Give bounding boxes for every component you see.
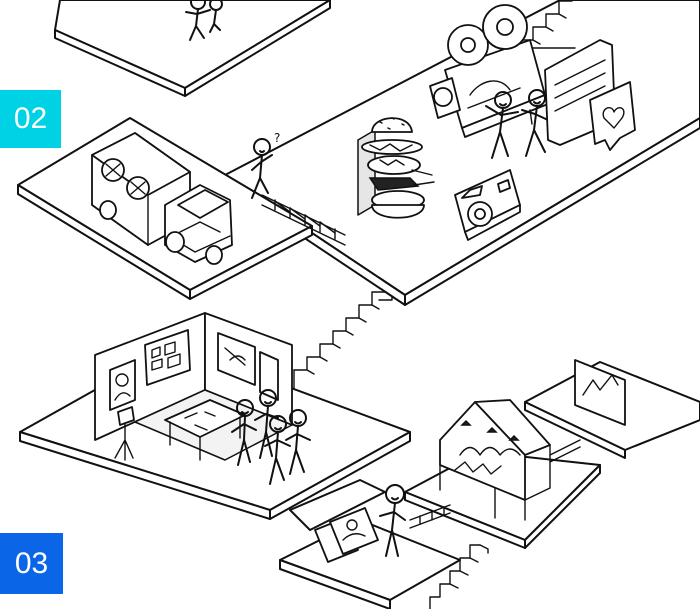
step-badge-02-label: 02 <box>14 102 47 136</box>
production-platform <box>225 0 700 305</box>
question-mark: ? <box>274 131 280 145</box>
studio-room <box>95 313 292 460</box>
analytics-platform <box>525 360 700 458</box>
stairs-middle <box>294 292 392 400</box>
step-badge-02: 02 <box>0 90 61 148</box>
step-badge-03-label: 03 <box>15 547 48 581</box>
top-platform <box>55 0 330 96</box>
step-badge-03: 03 <box>0 533 63 594</box>
